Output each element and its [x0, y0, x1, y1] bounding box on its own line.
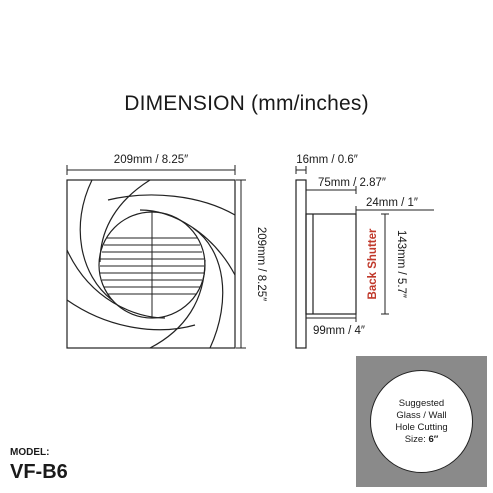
- shutter-depth-dimension: [355, 206, 434, 214]
- hole-cutting-circle: Suggested Glass / Wall Hole Cutting Size…: [370, 370, 473, 473]
- hole-cutting-box: Suggested Glass / Wall Hole Cutting Size…: [356, 356, 487, 487]
- front-height-label: 209mm / 8.25″: [255, 227, 267, 301]
- vane: [99, 179, 151, 263]
- shutter-depth-label: 24mm / 1″: [366, 197, 418, 209]
- panel-dimension: [295, 166, 307, 174]
- hole-line-2: Glass / Wall: [396, 409, 447, 421]
- vane: [66, 299, 196, 331]
- depth-dimension: [305, 186, 357, 194]
- page-title: DIMENSION (mm/inches): [124, 92, 369, 115]
- model-label: MODEL:: [10, 447, 50, 458]
- hole-line-1: Suggested: [398, 397, 445, 409]
- vane: [66, 249, 166, 319]
- side-panel-outline: [295, 179, 307, 349]
- model-value: VF-B6: [10, 461, 68, 483]
- front-width-label: 209mm / 8.25″: [114, 154, 188, 166]
- front-height-dimension: [236, 179, 246, 349]
- hole-size-value: 6″: [428, 433, 439, 445]
- side-body-outline: [305, 213, 357, 315]
- side-depth-label: 75mm / 2.87″: [318, 177, 386, 189]
- shutter-height-dimension: [381, 213, 389, 315]
- vane: [79, 179, 113, 301]
- body-dimension: [305, 314, 357, 322]
- side-body-label: 99mm / 4″: [313, 325, 365, 337]
- side-view: [295, 179, 357, 349]
- shutter-name-label: Back Shutter: [367, 228, 379, 299]
- front-width-dimension: [66, 165, 236, 175]
- hole-size-prefix: Size:: [404, 433, 429, 445]
- shutter-height-label: 143mm / 5.7″: [395, 230, 407, 298]
- hole-size: Size: 6″: [405, 434, 439, 446]
- vane: [192, 227, 224, 349]
- hole-line-3: Hole Cutting: [395, 421, 448, 433]
- vane: [139, 209, 236, 276]
- vane: [107, 194, 236, 216]
- front-view: [66, 179, 236, 349]
- side-panel-label: 16mm / 0.6″: [296, 154, 358, 166]
- front-panel-outline: [66, 179, 236, 349]
